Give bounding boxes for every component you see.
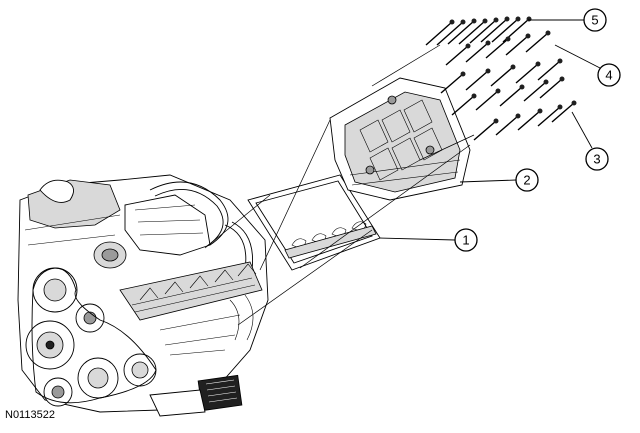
cylinder-head xyxy=(329,77,471,201)
figure-id: N0113522 xyxy=(5,409,55,421)
head-bolts xyxy=(425,18,575,141)
callout-5: 5 xyxy=(583,8,607,32)
callout-2: 2 xyxy=(515,168,539,192)
callout-1: 1 xyxy=(454,228,478,252)
callout-1-label: 1 xyxy=(462,233,469,248)
assembly-lines xyxy=(204,44,475,326)
engine-assembly xyxy=(17,174,269,417)
callout-4-label: 4 xyxy=(605,68,612,83)
callout-4: 4 xyxy=(597,63,621,87)
valve-cover-gasket xyxy=(247,174,381,271)
bolt-heads xyxy=(449,16,577,124)
callout-3-label: 3 xyxy=(593,152,600,167)
callout-3: 3 xyxy=(585,147,609,171)
callout-5-label: 5 xyxy=(591,13,598,28)
callout-leaders xyxy=(379,19,601,241)
callout-2-label: 2 xyxy=(523,173,530,188)
